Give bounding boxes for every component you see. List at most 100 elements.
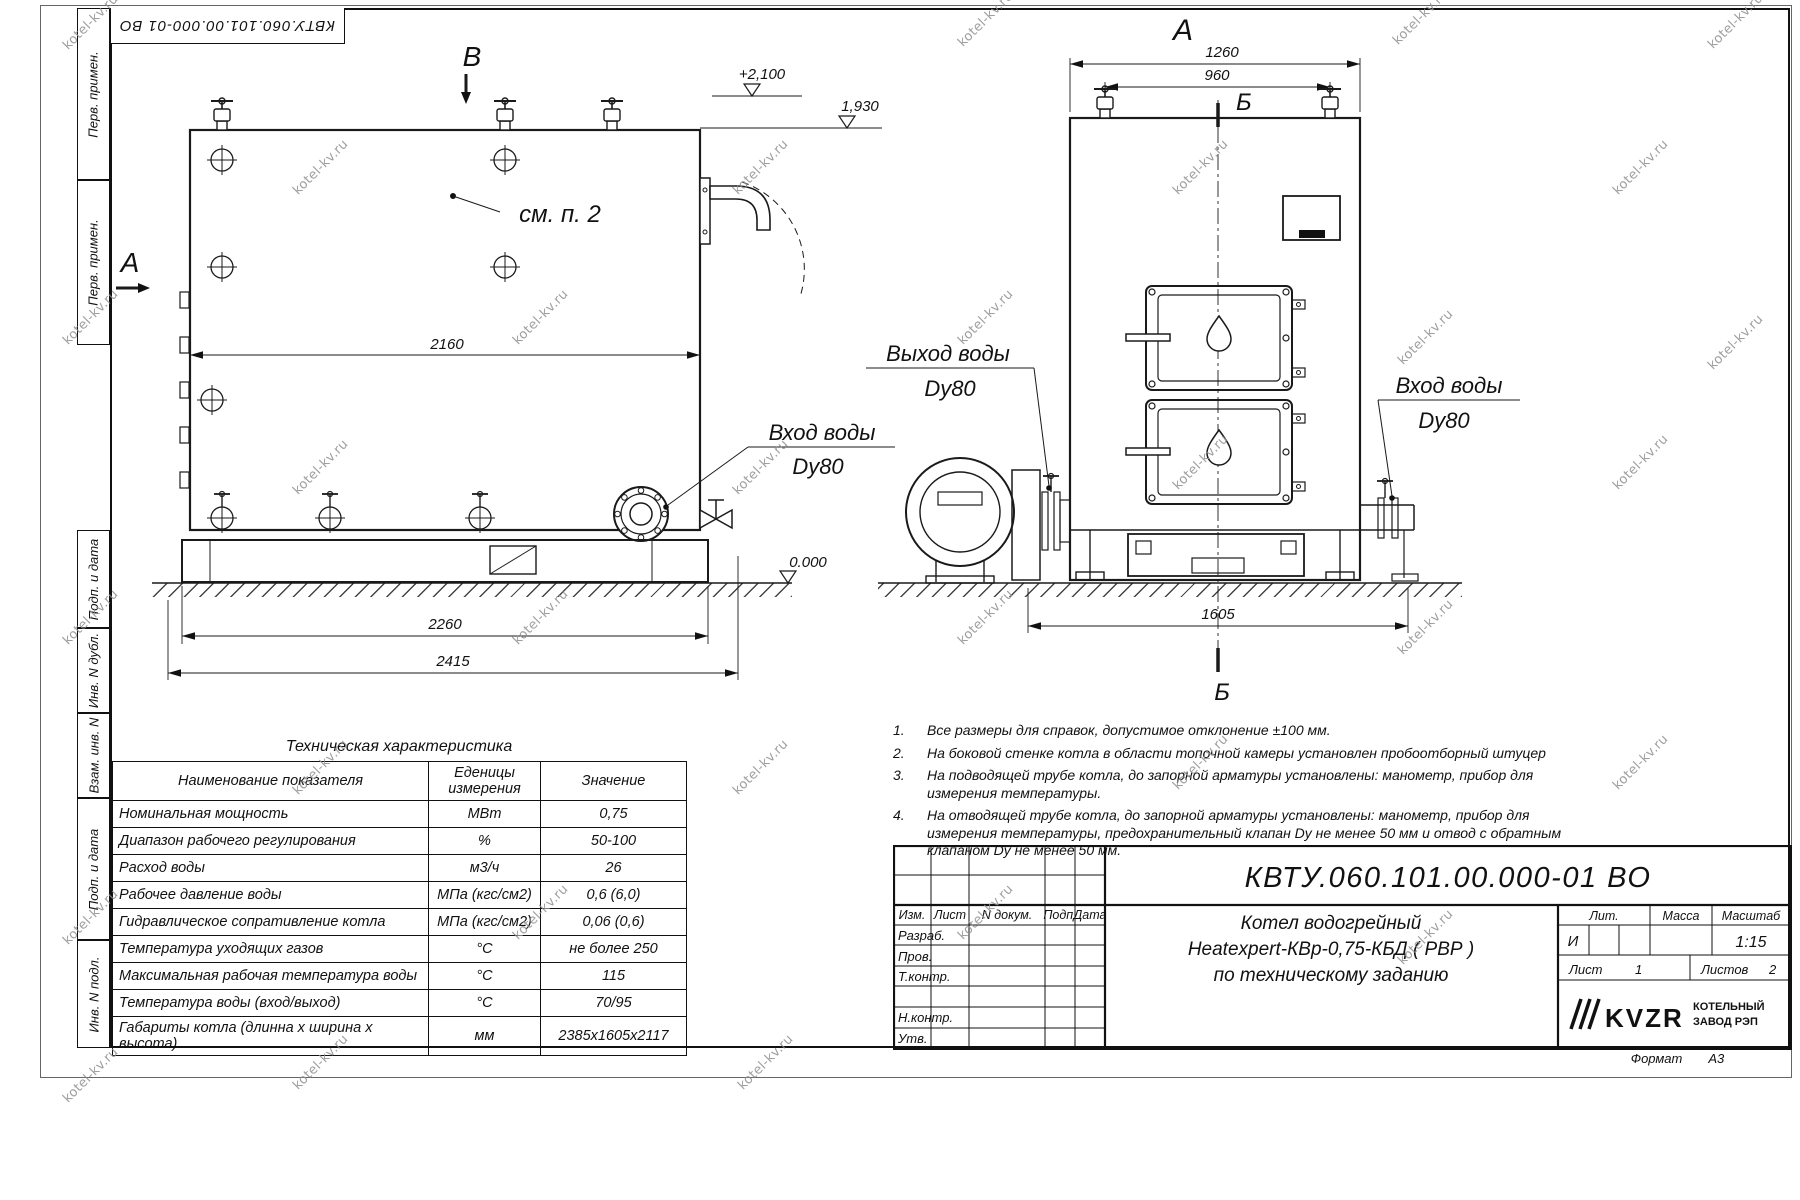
product-title-line3: по техническому заданию [1214, 965, 1449, 986]
row-units: °С [428, 935, 541, 963]
tech-header-units: Еденицы измерения [428, 761, 541, 801]
margin-stamp-label: Взам. инв. N [86, 717, 101, 794]
sheet-label: Лист [1568, 962, 1603, 977]
row-units: м3/ч [428, 854, 541, 882]
col-list: Лист [933, 908, 966, 922]
lit-value: И [1568, 933, 1579, 950]
row-value: 0,06 (0,6) [540, 908, 687, 936]
row-name: Номинальная мощность [112, 800, 429, 828]
row-name: Гидравлическое сопративление котла [112, 908, 429, 936]
margin-stamp: Инв. N подл. [77, 940, 110, 1048]
row-units: мм [428, 1016, 541, 1056]
sheet-value: 1 [1635, 962, 1642, 977]
table-row: Номинальная мощность МВт 0,75 [112, 800, 687, 828]
row-name: Расход воды [112, 854, 429, 882]
row-nkontr: Н.контр. [898, 1010, 953, 1025]
logo-text: KVZR [1605, 1003, 1684, 1033]
note-text: Все размеры для справок, допустимое откл… [927, 722, 1331, 738]
row-value: 2385х1605х2117 [540, 1016, 687, 1056]
margin-stamp: Подп. и дата [77, 798, 110, 940]
table-row: Максимальная рабочая температура воды °С… [112, 962, 687, 990]
col-dokum: N докум. [982, 908, 1033, 922]
note-number: 3. [893, 767, 905, 783]
table-row: Габариты котла (длинна х ширина х высота… [112, 1016, 687, 1056]
table-row: Диапазон рабочего регулирования % 50-100 [112, 827, 687, 855]
row-value: 50-100 [540, 827, 687, 855]
kvzr-logo: KVZR КОТЕЛЬНЫЙ ЗАВОД РЭП [1569, 998, 1765, 1033]
table-row: Гидравлическое сопративление котла МПа (… [112, 908, 687, 936]
table-row: Расход воды м3/ч 26 [112, 854, 687, 882]
margin-stamp-label: Подп. и дата [86, 538, 102, 620]
row-name: Диапазон рабочего регулирования [112, 827, 429, 855]
table-row: Рабочее давление воды МПа (кгс/см2) 0,6 … [112, 881, 687, 909]
row-units: МПа (кгс/см2) [428, 908, 541, 936]
row-name: Рабочее давление воды [112, 881, 429, 909]
scale-value: 1:15 [1735, 934, 1766, 951]
logo-line1: КОТЕЛЬНЫЙ [1693, 1000, 1765, 1013]
row-units: °С [428, 962, 541, 990]
margin-stamp: Инв. N дубл. [77, 628, 110, 713]
row-value: 26 [540, 854, 687, 882]
sheets-label: Листов [1700, 962, 1749, 977]
table-row: Температура воды (вход/выход) °С 70/95 [112, 989, 687, 1017]
ground-hatch-side [152, 583, 792, 597]
tech-table-title: Техническая характеристика [285, 738, 513, 755]
row-name: Температура уходящих газов [112, 935, 429, 963]
margin-stamp: Взам. инв. N [77, 713, 110, 798]
note-number: 2. [893, 744, 905, 761]
top-reversed-doc-number: КВТУ.060.101.00.000-01 ВО [110, 8, 345, 44]
margin-stamp: Перв. примен. [77, 180, 110, 345]
row-units: МВт [428, 800, 541, 828]
row-units: МПа (кгс/см2) [428, 881, 541, 909]
row-value: не более 250 [540, 935, 687, 963]
sheets-value: 2 [1768, 962, 1777, 977]
tech-header-value: Значение [540, 761, 687, 801]
margin-stamp-label: Перв. примен. [86, 219, 102, 306]
row-razrab: Разраб. [898, 928, 945, 943]
row-prov: Пров. [898, 949, 932, 964]
margin-stamp-label: Инв. N подл. [86, 956, 102, 1032]
lit-label: Лит. [1588, 909, 1618, 923]
doc-number: КВТУ.060.101.00.000-01 ВО [1245, 862, 1652, 894]
row-units: °С [428, 989, 541, 1017]
row-value: 70/95 [540, 989, 687, 1017]
tech-header-name: Наименование показателя [112, 761, 429, 801]
row-value: 0,6 (6,0) [540, 881, 687, 909]
format-label: Формат [1630, 1051, 1683, 1066]
note-number: 1. [893, 722, 905, 738]
product-title-line2: Heatexpert-КВр-0,75-КБД ( РВР ) [1188, 939, 1474, 960]
margin-stamp: Перв. примен. [77, 8, 110, 180]
row-tkontr: Т.контр. [898, 969, 950, 984]
row-name: Температура воды (вход/выход) [112, 989, 429, 1017]
tech-table-header-row: Наименование показателя Еденицы измерени… [112, 761, 687, 801]
col-podp: Подп. [1043, 908, 1076, 922]
paper-border [40, 5, 1792, 1078]
col-data: Дата [1072, 908, 1107, 922]
tech-table: Наименование показателя Еденицы измерени… [112, 761, 687, 1056]
col-izm: Изм. [899, 908, 926, 922]
margin-stamp: Подп. и дата [77, 530, 110, 628]
margin-stamp-label: Подп. и дата [86, 828, 102, 910]
massa-label: Масса [1663, 909, 1700, 923]
masshtab-label: Масштаб [1722, 909, 1781, 923]
notes-list: 1. Все размеры для справок, допустимое о… [893, 722, 1573, 860]
format-note: Формат А3 [1565, 1051, 1790, 1066]
product-title-line1: Котел водогрейный [1241, 913, 1422, 934]
margin-stamp-label: Инв. N дубл. [86, 632, 102, 709]
format-value: А3 [1708, 1051, 1725, 1066]
row-name: Габариты котла (длинна х ширина х высота… [112, 1016, 429, 1056]
note-number: 4. [893, 807, 905, 823]
note-text: На подводящей трубе котла, до запорной а… [927, 767, 1534, 801]
table-row: Температура уходящих газов °С не более 2… [112, 935, 687, 963]
margin-stamp-label: Перв. примен. [86, 50, 102, 138]
row-utv: Утв. [897, 1031, 928, 1046]
kvzr-logo-icon [1569, 998, 1601, 1030]
row-name: Максимальная рабочая температура воды [112, 962, 429, 990]
ground-hatch-front [878, 583, 1462, 597]
tech-characteristics: Техническая характеристика Наименование … [112, 738, 687, 1056]
titleblock-grid [893, 845, 1792, 1050]
logo-line2: ЗАВОД РЭП [1693, 1016, 1758, 1028]
note-text: На боковой стенке котла в области топочн… [927, 744, 1546, 761]
doc-number-reversed-text: КВТУ.060.101.00.000-01 ВО [119, 17, 336, 34]
